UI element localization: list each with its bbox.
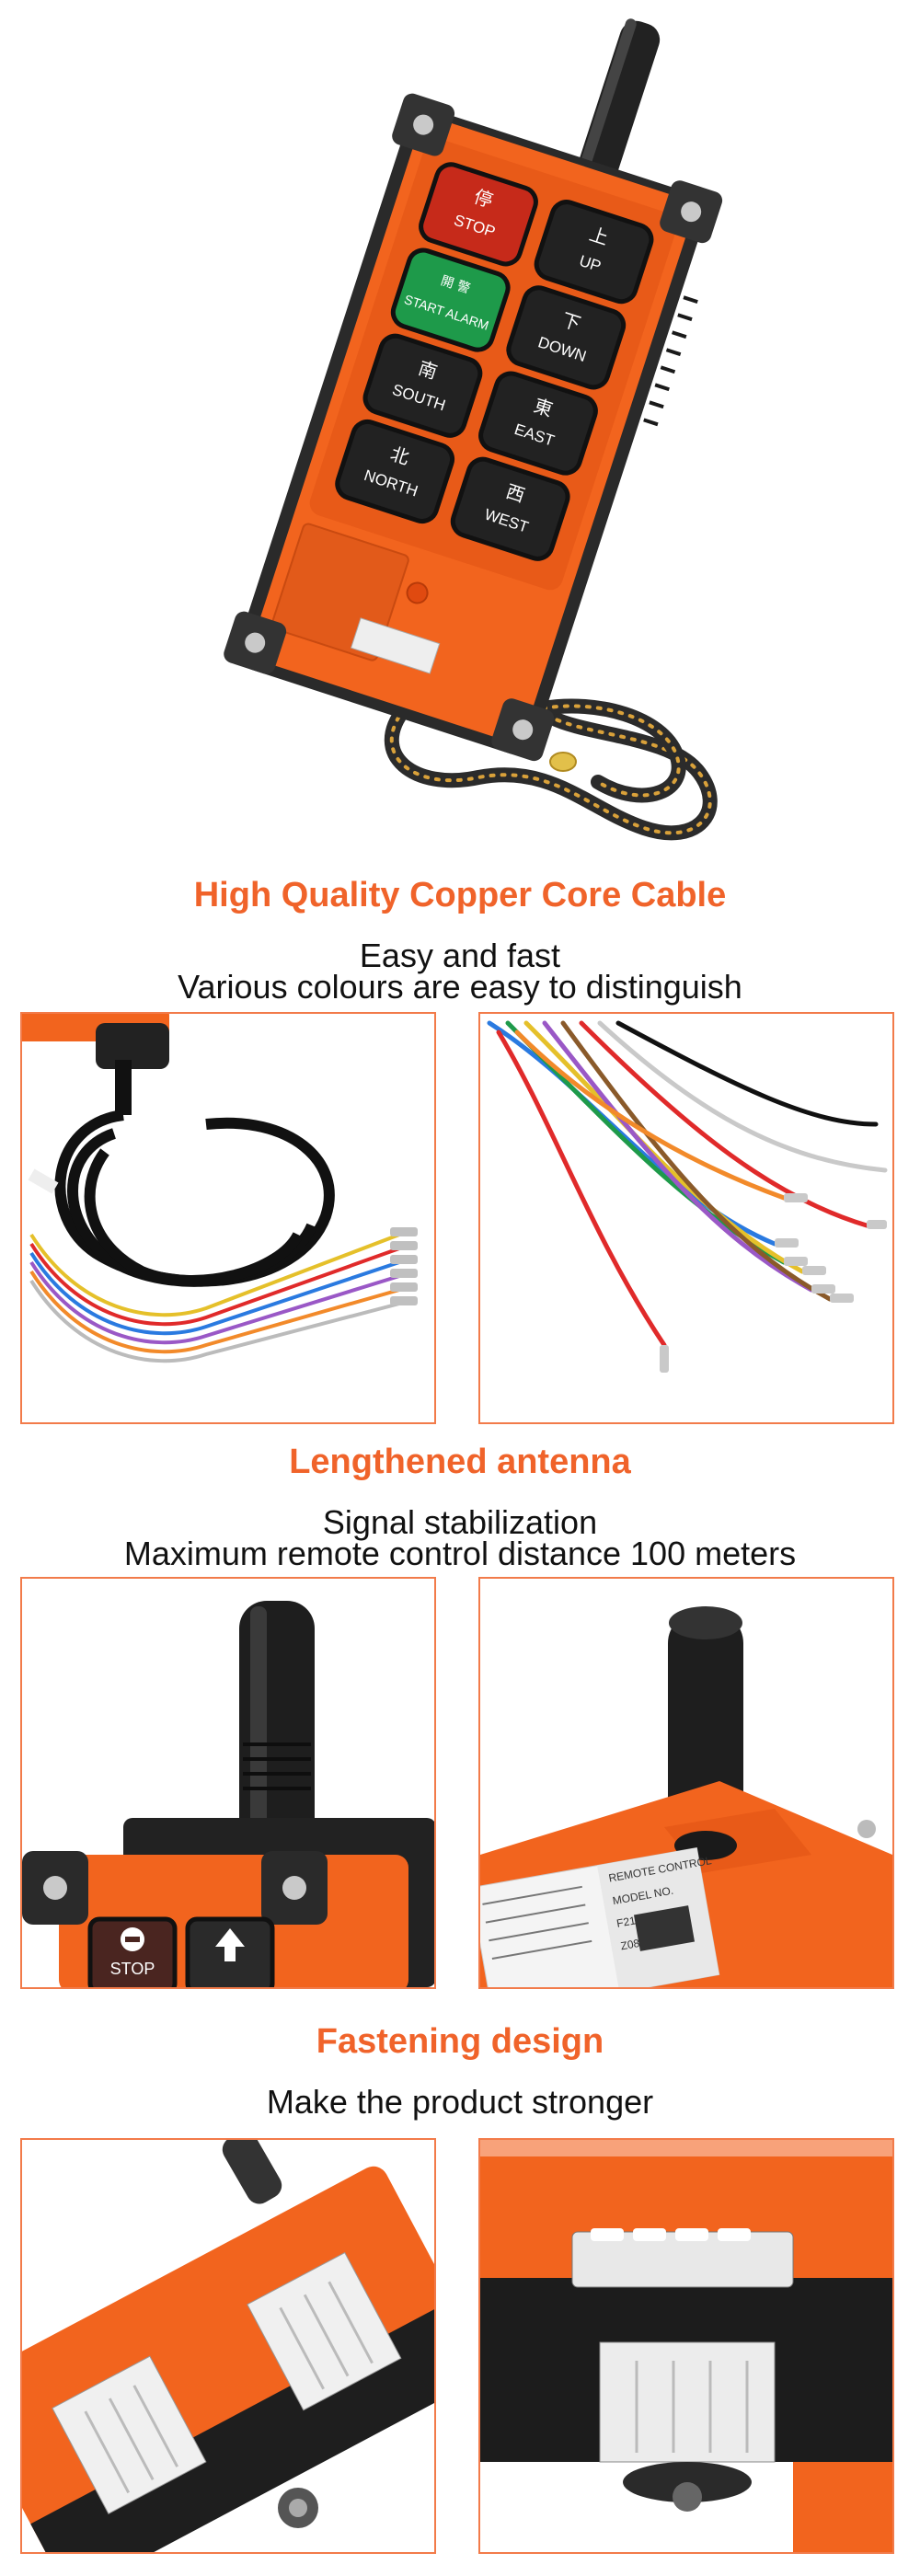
photo-cable-wires [478, 1012, 894, 1424]
photo-cable-coiled [20, 1012, 436, 1424]
remote-button-start-alarm: 開 警 START ALARM [390, 247, 511, 352]
cable-lanyard [384, 698, 718, 841]
remote-button-east: 東 EAST [478, 371, 598, 476]
section-line-signal: Signal stabilization [322, 1503, 598, 1541]
remote-button-up: 上 UP [534, 200, 654, 305]
section-heading-antenna: Lengthened antenna [289, 1443, 631, 1481]
section-line-colours: Various colours are easy to distinguish [178, 968, 742, 1006]
side-grille [643, 295, 698, 427]
remote-body: 停 STOP 上 UP 開 警 START ALARM 下 DOWN 南 [224, 93, 723, 762]
svg-text:STOP: STOP [110, 1960, 155, 1978]
section-heading-fastening: Fastening design [316, 2022, 604, 2061]
remote-button-south: 南 SOUTH [362, 333, 483, 438]
remote-button-west: 西 WEST [450, 456, 570, 561]
photo-fastening-closeup [478, 2138, 894, 2554]
photo-antenna-side: REMOTE CONTROL MODEL NO. F21-E1 Z08508 [478, 1577, 894, 1989]
remote-button-north: 北 NORTH [335, 419, 455, 524]
remote-button-stop: 停 STOP [419, 162, 538, 267]
remote-button-down: 下 DOWN [506, 285, 627, 390]
antenna [572, 18, 661, 201]
section-line-distance: Maximum remote control distance 100 mete… [123, 1535, 797, 1572]
photo-fastening-angle [20, 2138, 436, 2554]
section-line-stronger: Make the product stronger [266, 2083, 654, 2121]
section-line-easy-fast: Easy and fast [359, 937, 561, 974]
remote-control-illustration: 停 STOP 上 UP 開 警 START ALARM 下 DOWN 南 [224, 18, 723, 841]
section-heading-cable: High Quality Copper Core Cable [193, 876, 727, 914]
hero-remote-image: 停 STOP 上 UP 開 警 START ALARM 下 DOWN 南 [0, 0, 920, 865]
photo-antenna-front: STOP [20, 1577, 436, 1989]
